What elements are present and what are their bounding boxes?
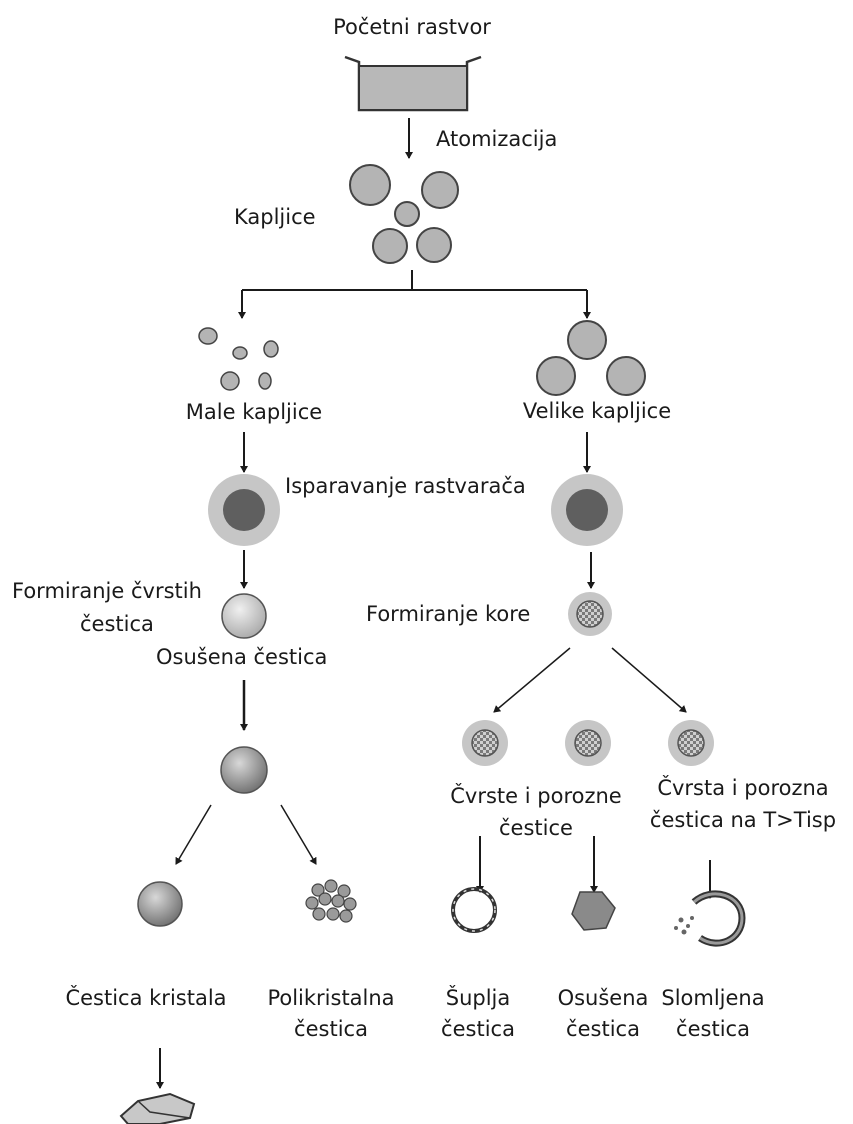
hollow-label-2: čestica: [441, 1017, 515, 1041]
solid-porous-label-2: čestice: [499, 816, 573, 840]
crust-particle-icon: [568, 592, 612, 636]
arrow-crust-left: [493, 647, 571, 713]
crystal-particle-icon: [137, 881, 183, 927]
solid-porous-t-label-1: Čvrsta i porozna: [657, 775, 828, 800]
solid-formation-label-2: čestica: [80, 612, 154, 636]
droplets-icon: [349, 164, 459, 264]
hollow-particle-icon: [451, 887, 497, 933]
start-solution-label: Početni rastvor: [333, 15, 491, 39]
dried-particle-label: Osušena čestica: [156, 645, 327, 669]
dried-particle-icon: [220, 746, 268, 794]
crystal-particle-label: Čestica kristala: [65, 985, 226, 1010]
porous-particle-2-icon: [565, 720, 611, 766]
evaporating-droplet-left-icon: [208, 474, 280, 546]
small-droplets-label: Male kapljice: [186, 400, 322, 424]
broken-label-2: čestica: [676, 1017, 750, 1041]
droplets-label: Kapljice: [234, 205, 316, 229]
dried-label-2: čestica: [566, 1017, 640, 1041]
dried-label-1: Osušena: [558, 986, 649, 1010]
hollow-label-1: Šuplja: [446, 985, 511, 1010]
solid-porous-t-label-2: čestica na T>Tisp: [650, 808, 836, 832]
small-droplets-icon: [198, 327, 279, 391]
arrow-crust-right: [611, 647, 687, 713]
large-droplets-label: Velike kapljice: [523, 399, 671, 423]
polycrystal-label-2: čestica: [294, 1017, 368, 1041]
solid-formation-label-1: Formiranje čvrstih: [12, 579, 202, 603]
dried-polygon-particle-icon: [571, 891, 616, 931]
broken-particle-icon: [674, 890, 746, 947]
evaporating-droplet-right-icon: [551, 474, 623, 546]
polycrystal-label-1: Polikristalna: [267, 986, 394, 1010]
crystal-chunk-icon: [119, 1092, 196, 1124]
solvent-evaporation-label: Isparavanje rastvarača: [285, 474, 526, 498]
solid-particle-icon: [221, 593, 267, 639]
crust-formation-label: Formiranje kore: [366, 602, 530, 626]
atomization-label: Atomizacija: [436, 127, 557, 151]
arrow-to-polycrystal: [280, 804, 317, 865]
polycrystal-icon: [305, 879, 357, 923]
broken-label-1: Slomljena: [661, 986, 764, 1010]
large-droplets-icon: [536, 320, 646, 396]
porous-particle-1-icon: [462, 720, 508, 766]
porous-particle-3-icon: [668, 720, 714, 766]
split-connector: [238, 270, 591, 319]
solution-vessel-icon: [344, 55, 482, 112]
arrow-to-crystal: [175, 804, 212, 865]
solid-porous-label-1: Čvrste i porozne: [450, 783, 621, 808]
